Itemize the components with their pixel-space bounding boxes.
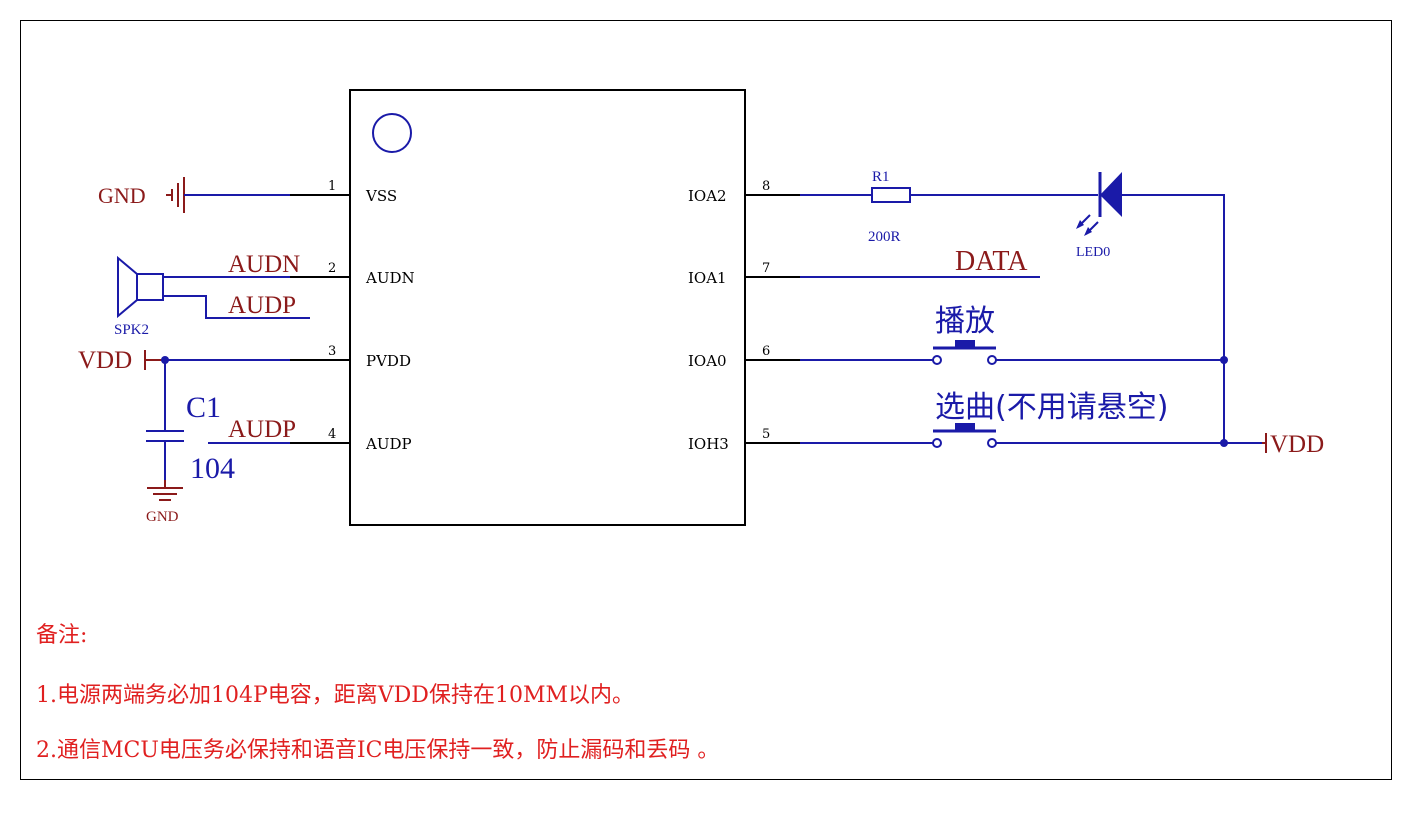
resistor-ref: R1 <box>872 169 890 185</box>
net-audp-upper: AUDP <box>228 292 296 319</box>
pin-num-4: 4 <box>328 427 336 442</box>
ground-symbol-left <box>166 177 185 213</box>
net-vdd-right: VDD <box>1270 431 1324 458</box>
net-gnd-top: GND <box>98 183 146 208</box>
ground-symbol-bottom <box>147 487 183 501</box>
pin-name-pvdd: PVDD <box>366 352 411 370</box>
pin-num-2: 2 <box>328 261 336 276</box>
pin-num-1: 1 <box>328 179 336 194</box>
pin-name-audn: AUDN <box>365 269 415 287</box>
speaker-symbol <box>117 255 164 319</box>
pin-num-6: 6 <box>762 344 770 359</box>
net-vdd-left: VDD <box>78 347 132 374</box>
notes-line-2: 2.通信MCU电压务必保持和语音IC电压保持一致，防止漏码和丢码 。 <box>36 738 720 763</box>
pin-name-vss: VSS <box>365 187 397 205</box>
led-ref: LED0 <box>1076 245 1110 260</box>
pin1-marker <box>372 113 412 153</box>
pin-name-audp: AUDP <box>365 435 412 453</box>
notes-heading: 备注: <box>36 623 88 648</box>
button-select-symbol <box>932 423 997 448</box>
capacitor-symbol <box>146 430 184 442</box>
resistor-symbol <box>871 187 911 203</box>
pin-num-5: 5 <box>762 427 770 442</box>
pin-name-ioa1: IOA1 <box>688 269 727 287</box>
pin-name-ioh3: IOH3 <box>688 435 729 453</box>
button-play-label: 播放 <box>935 304 995 339</box>
notes-line-1: 1.电源两端务必加104P电容，距离VDD保持在10MM以内。 <box>36 683 634 708</box>
pin-name-ioa0: IOA0 <box>688 352 727 370</box>
net-audp-lower: AUDP <box>228 416 296 443</box>
pin-num-8: 8 <box>762 179 770 194</box>
junction-play <box>1220 356 1228 364</box>
led-symbol <box>1076 172 1122 236</box>
button-play-symbol <box>932 340 997 365</box>
cap-ref: C1 <box>186 391 221 424</box>
junction-select <box>1220 439 1228 447</box>
button-select-label: 选曲(不用请悬空) <box>935 390 1168 425</box>
cap-value: 104 <box>190 452 235 485</box>
net-gnd-bottom: GND <box>146 509 179 525</box>
diagram-frame <box>20 20 1392 780</box>
pin-num-3: 3 <box>328 344 336 359</box>
wire-audp-speaker <box>163 295 310 319</box>
resistor-value: 200R <box>868 229 901 245</box>
pin-num-7: 7 <box>762 261 770 276</box>
net-data: DATA <box>955 246 1028 277</box>
net-audn: AUDN <box>228 251 300 278</box>
pin-name-ioa2: IOA2 <box>688 187 727 205</box>
ic-body <box>349 89 746 526</box>
speaker-ref: SPK2 <box>114 322 149 338</box>
